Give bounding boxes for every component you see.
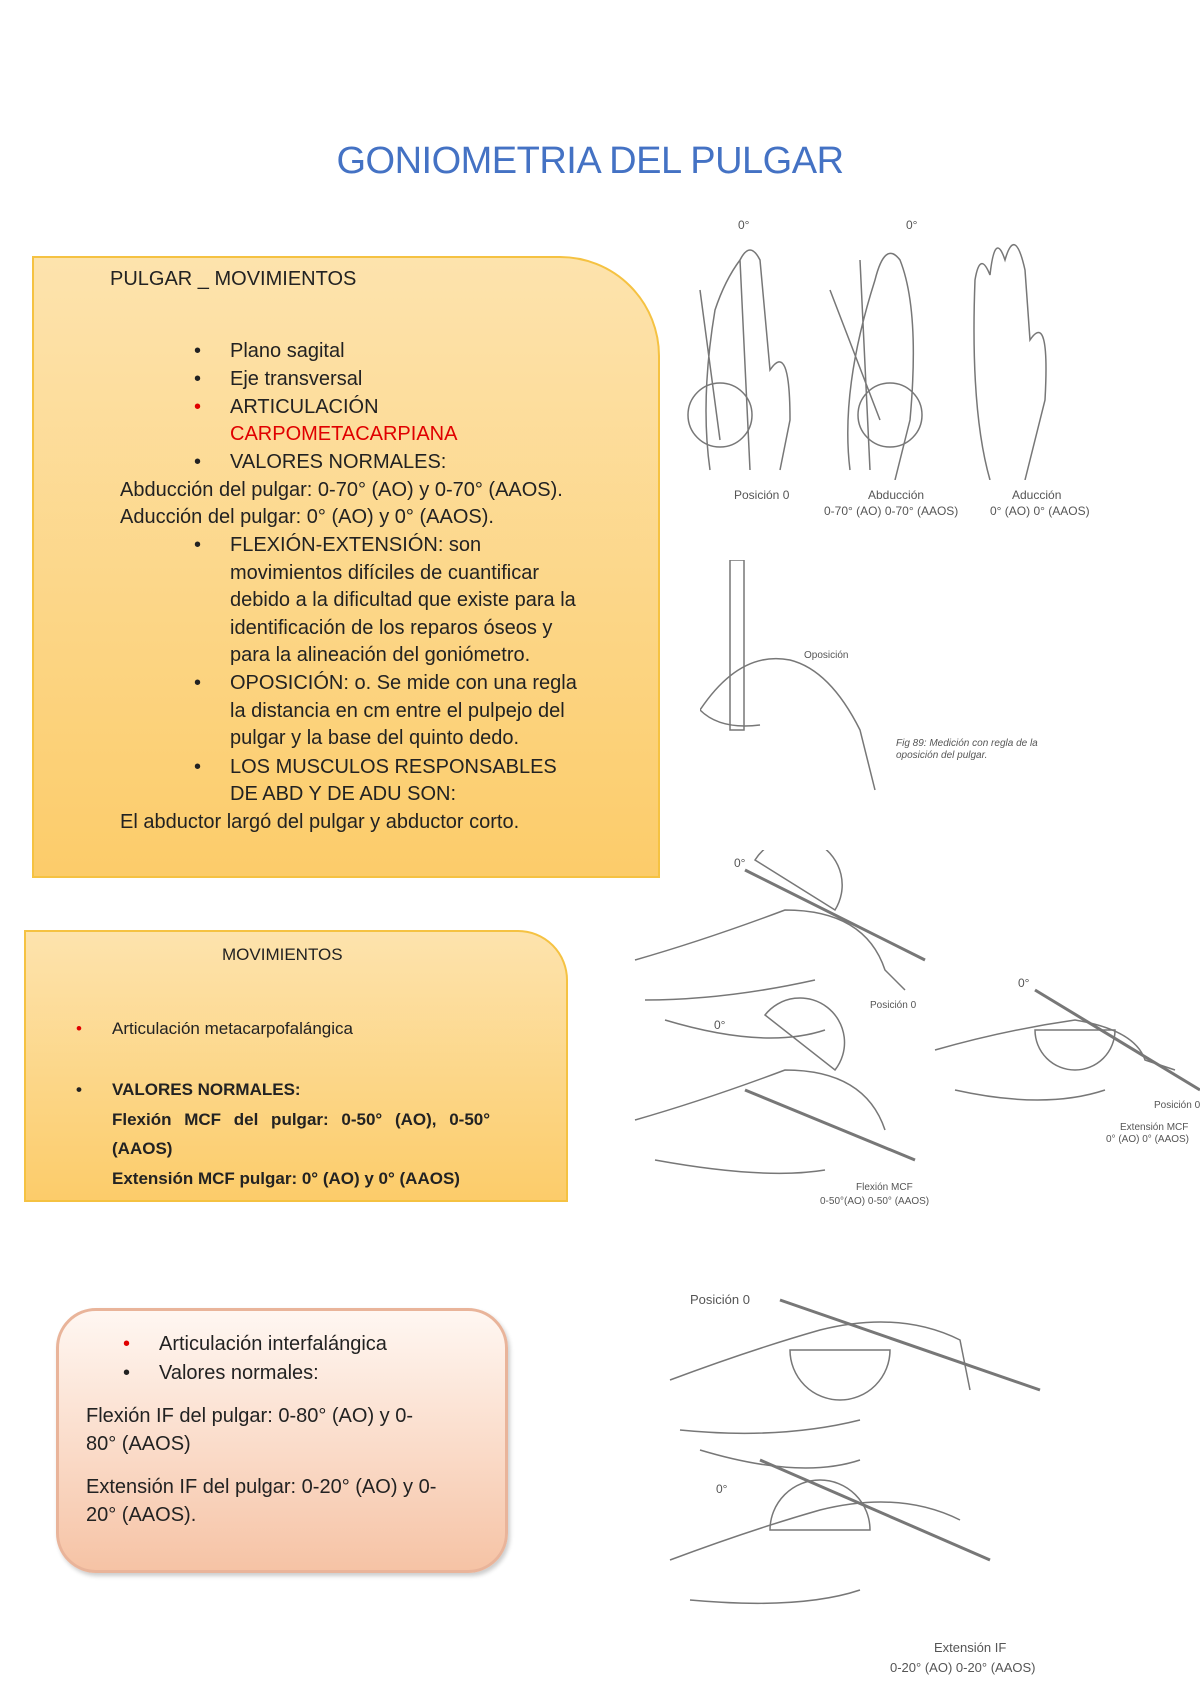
zero-label: 0° (906, 218, 918, 232)
caption: Oposición (804, 650, 849, 661)
caption: Flexión MCF (856, 1182, 913, 1193)
caption: Extensión MCF (1120, 1122, 1189, 1133)
cmc-hands-illustration (687, 244, 1047, 480)
box-heading: PULGAR _ MOVIMIENTOS (110, 268, 357, 290)
list-item: LOS MUSCULOS RESPONSABLES (194, 754, 557, 782)
if-box: Articulación interfalángica Valores norm… (56, 1308, 508, 1573)
text-line: (AAOS) (112, 1139, 173, 1158)
caption: 0-70° (AO) 0-70° (AAOS) (824, 504, 959, 518)
caption: 0-50°(AO) 0-50° (AAOS) (820, 1196, 930, 1207)
caption: oposición del pulgar. (896, 750, 988, 761)
mcf-illustration (634, 850, 1200, 1175)
zero-label: 0° (1018, 976, 1030, 990)
page-title: GONIOMETRIA DEL PULGAR (336, 140, 844, 182)
text-line: 20° (AAOS). (86, 1504, 197, 1526)
text-line: movimientos difíciles de cuantificar (230, 562, 540, 584)
caption: Posición 0 (734, 488, 790, 502)
zero-label: 0° (714, 1018, 726, 1032)
caption: 0° (AO) 0° (AAOS) (1106, 1134, 1190, 1145)
abd-values: Abducción del pulgar: 0-70° (AO) y 0-70°… (120, 479, 563, 501)
list-item: Valores normales: (123, 1360, 319, 1388)
zero-label: 0° (734, 856, 746, 870)
text-line: DE ABD Y DE ADU SON: (230, 783, 457, 805)
list-item: ARTICULACIÓN (194, 394, 378, 422)
list-item: FLEXIÓN-EXTENSIÓN: son (194, 532, 481, 560)
text-line: debido a la dificultad que existe para l… (230, 589, 576, 611)
caption: Posición 0 (1154, 1100, 1200, 1111)
caption: Aducción (1012, 488, 1062, 502)
text-line: identificación de los reparos óseos y (230, 617, 553, 639)
zero-label: 0° (738, 218, 750, 232)
caption: 0-20° (AO) 0-20° (AAOS) (890, 1660, 1036, 1675)
list-item: VALORES NORMALES: (194, 449, 446, 477)
adu-values: Aducción del pulgar: 0° (AO) y 0° (AAOS)… (120, 506, 494, 528)
thumb-movements-box: PULGAR _ MOVIMIENTOS Plano sagital Eje t… (32, 256, 660, 878)
list-item: Eje transversal (194, 366, 362, 394)
text-line: Extensión MCF pulgar: 0° (AO) y 0° (AAOS… (112, 1169, 460, 1188)
opposition-illustration (700, 560, 876, 791)
list-item: VALORES NORMALES: (76, 1075, 300, 1104)
caption: 0° (AO) 0° (AAOS) (990, 504, 1090, 518)
list-item-cont: CARPOMETACARPIANA (230, 423, 458, 445)
text-line: Flexión MCF del pulgar: 0-50° (AO), 0-50… (112, 1110, 491, 1129)
text-line: Flexión IF del pulgar: 0-80° (AO) y 0- (86, 1405, 414, 1427)
text-line: 80° (AAOS) (86, 1433, 191, 1455)
caption: Posición 0 (870, 1000, 917, 1011)
if-illustration (669, 1298, 1041, 1605)
box-heading: MOVIMIENTOS (222, 945, 343, 964)
text-line: la distancia en cm entre el pulpejo del (230, 700, 565, 722)
list-item: Articulación metacarpofalángica (76, 1014, 353, 1043)
mcf-box: MOVIMIENTOS Articulación metacarpofaláng… (24, 930, 568, 1202)
text-line: para la alineación del goniómetro. (230, 644, 531, 666)
caption: Abducción (868, 488, 925, 502)
caption: Posición 0 (690, 1292, 750, 1307)
text-line: Extensión IF del pulgar: 0-20° (AO) y 0- (86, 1476, 437, 1498)
list-item: OPOSICIÓN: o. Se mide con una regla (194, 670, 577, 698)
list-item: Plano sagital (194, 338, 344, 366)
text-line: El abductor largó del pulgar y abductor … (120, 811, 520, 833)
text-line: pulgar y la base del quinto dedo. (230, 727, 520, 749)
caption: Extensión IF (934, 1640, 1007, 1655)
list-item: Articulación interfalángica (123, 1331, 387, 1359)
zero-label: 0° (716, 1482, 728, 1496)
caption: Fig 89: Medición con regla de la (896, 738, 1038, 749)
